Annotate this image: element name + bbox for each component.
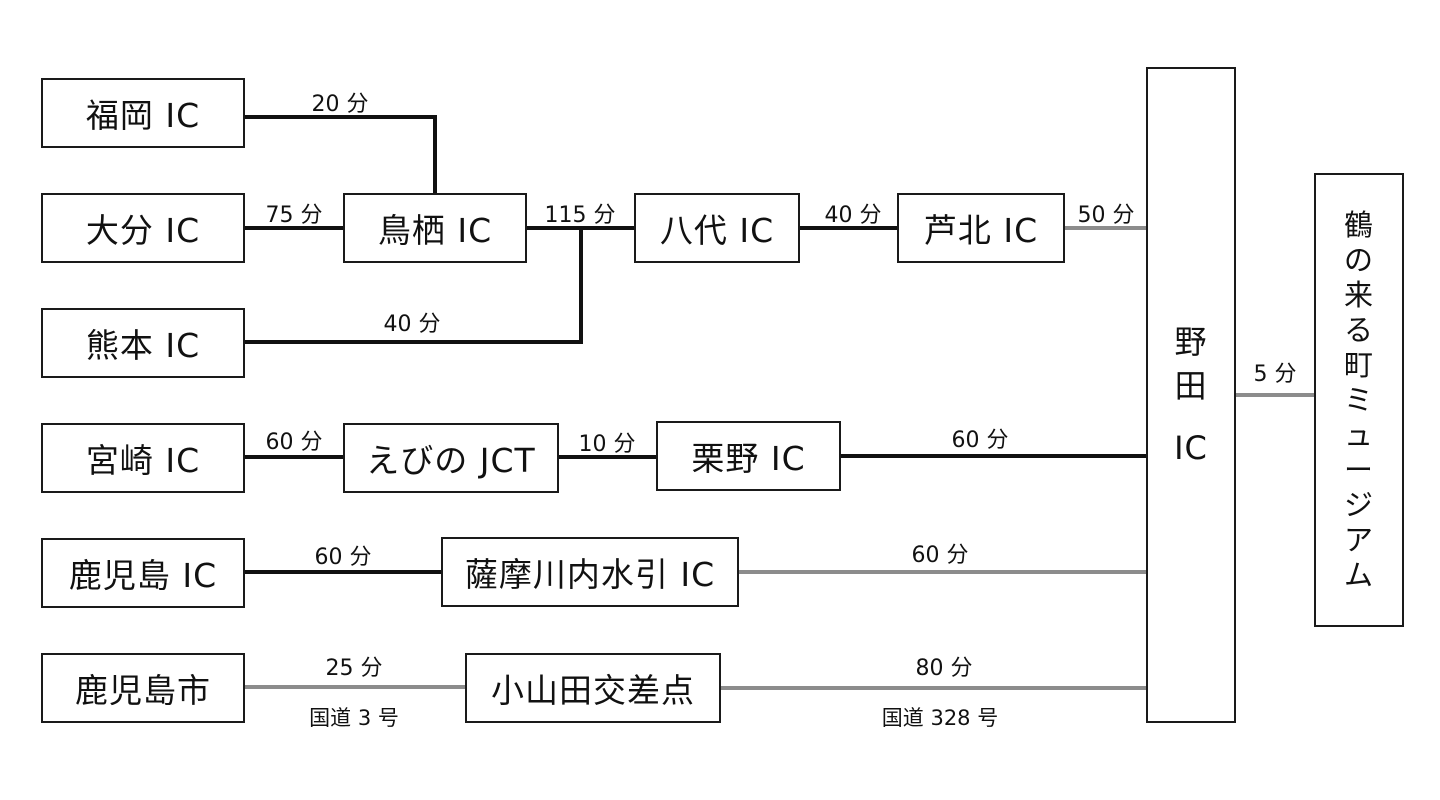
time-noda-museum: 5 分 — [1253, 362, 1297, 387]
node-kagoshima-ic: 鹿児島 IC — [41, 538, 245, 608]
time-koyamada-noda: 80 分 — [915, 656, 973, 681]
node-museum: 鶴 の 来 る 町 ミ ュ ー ジ ア ム — [1314, 173, 1404, 627]
node-kumamoto-ic: 熊本 IC — [41, 308, 245, 378]
time-satsumasendai-noda: 60 分 — [911, 543, 969, 568]
node-ebino-jct-label: えびの JCT — [366, 441, 536, 480]
museum-char: ジ — [1343, 487, 1374, 522]
node-noda-ic: 野 田 IC — [1146, 67, 1236, 723]
node-ebino-jct: えびの JCT — [343, 423, 559, 493]
node-museum-label: 鶴 の 来 る 町 ミ ュ ー ジ ア ム — [1344, 208, 1374, 593]
time-kurino-noda: 60 分 — [951, 428, 1009, 453]
node-noda-ic-char-2: 田 — [1174, 367, 1208, 405]
general-road-lines — [245, 226, 1315, 690]
time-oita-tosu: 75 分 — [265, 203, 323, 228]
node-kurino-ic-label: 栗野 IC — [691, 439, 806, 478]
node-oita-ic: 大分 IC — [41, 193, 245, 263]
museum-char: ム — [1343, 557, 1374, 592]
node-satsumasendai-ic: 薩摩川内水引 IC — [441, 537, 739, 607]
road-route-328: 国道 328 号 — [881, 706, 999, 730]
museum-char: る — [1343, 312, 1374, 347]
museum-char: ュ — [1343, 417, 1374, 452]
node-tosu-ic: 鳥栖 IC — [343, 193, 527, 263]
node-miyazaki-ic: 宮崎 IC — [41, 423, 245, 493]
node-kagoshima-city: 鹿児島市 — [41, 653, 245, 723]
node-miyazaki-ic-label: 宮崎 IC — [85, 441, 201, 480]
node-koyamada-label: 小山田交差点 — [491, 671, 695, 710]
node-fukuoka-ic: 福岡 IC — [41, 78, 245, 148]
museum-char: ミ — [1343, 382, 1374, 417]
node-noda-ic-char-3: IC — [1174, 429, 1208, 467]
node-kagoshima-city-label: 鹿児島市 — [75, 671, 211, 710]
museum-char: 来 — [1343, 277, 1374, 312]
node-fukuoka-ic-label: 福岡 IC — [85, 96, 201, 135]
museum-char: 町 — [1343, 347, 1374, 382]
node-ashikita-ic-label: 芦北 IC — [923, 211, 1039, 250]
node-ashikita-ic: 芦北 IC — [897, 193, 1065, 263]
line-kumamoto-junction — [245, 228, 583, 344]
node-noda-ic-char-1: 野 — [1174, 323, 1208, 361]
expressway-lines — [245, 115, 1147, 574]
time-tosu-yatsushiro: 115 分 — [544, 203, 616, 228]
node-oita-ic-label: 大分 IC — [85, 211, 201, 250]
time-fukuoka-tosu: 20 分 — [311, 92, 369, 117]
road-route-3: 国道 3 号 — [309, 706, 399, 730]
time-yatsushiro-ashikita: 40 分 — [824, 203, 882, 228]
time-ashikita-noda: 50 分 — [1077, 203, 1135, 228]
node-yatsushiro-ic-label: 八代 IC — [659, 211, 775, 250]
node-kagoshima-ic-label: 鹿児島 IC — [68, 556, 218, 595]
node-kurino-ic: 栗野 IC — [656, 421, 841, 491]
line-fukuoka-tosu — [245, 115, 437, 193]
time-ebino-kurino: 10 分 — [578, 432, 636, 457]
node-tosu-ic-label: 鳥栖 IC — [377, 211, 493, 250]
node-kumamoto-ic-label: 熊本 IC — [85, 326, 201, 365]
time-kumamoto-junction: 40 分 — [383, 312, 441, 337]
node-koyamada: 小山田交差点 — [465, 653, 721, 723]
museum-char: の — [1343, 242, 1374, 277]
node-yatsushiro-ic: 八代 IC — [634, 193, 800, 263]
node-satsumasendai-ic-label: 薩摩川内水引 IC — [464, 555, 716, 594]
time-kagoshima-satsumasendai: 60 分 — [314, 545, 372, 570]
museum-char: ア — [1343, 522, 1374, 557]
museum-char: ー — [1343, 452, 1374, 487]
time-kagoshima-city-koyamada: 25 分 — [325, 656, 383, 681]
time-miyazaki-ebino: 60 分 — [265, 430, 323, 455]
museum-char: 鶴 — [1343, 207, 1374, 242]
